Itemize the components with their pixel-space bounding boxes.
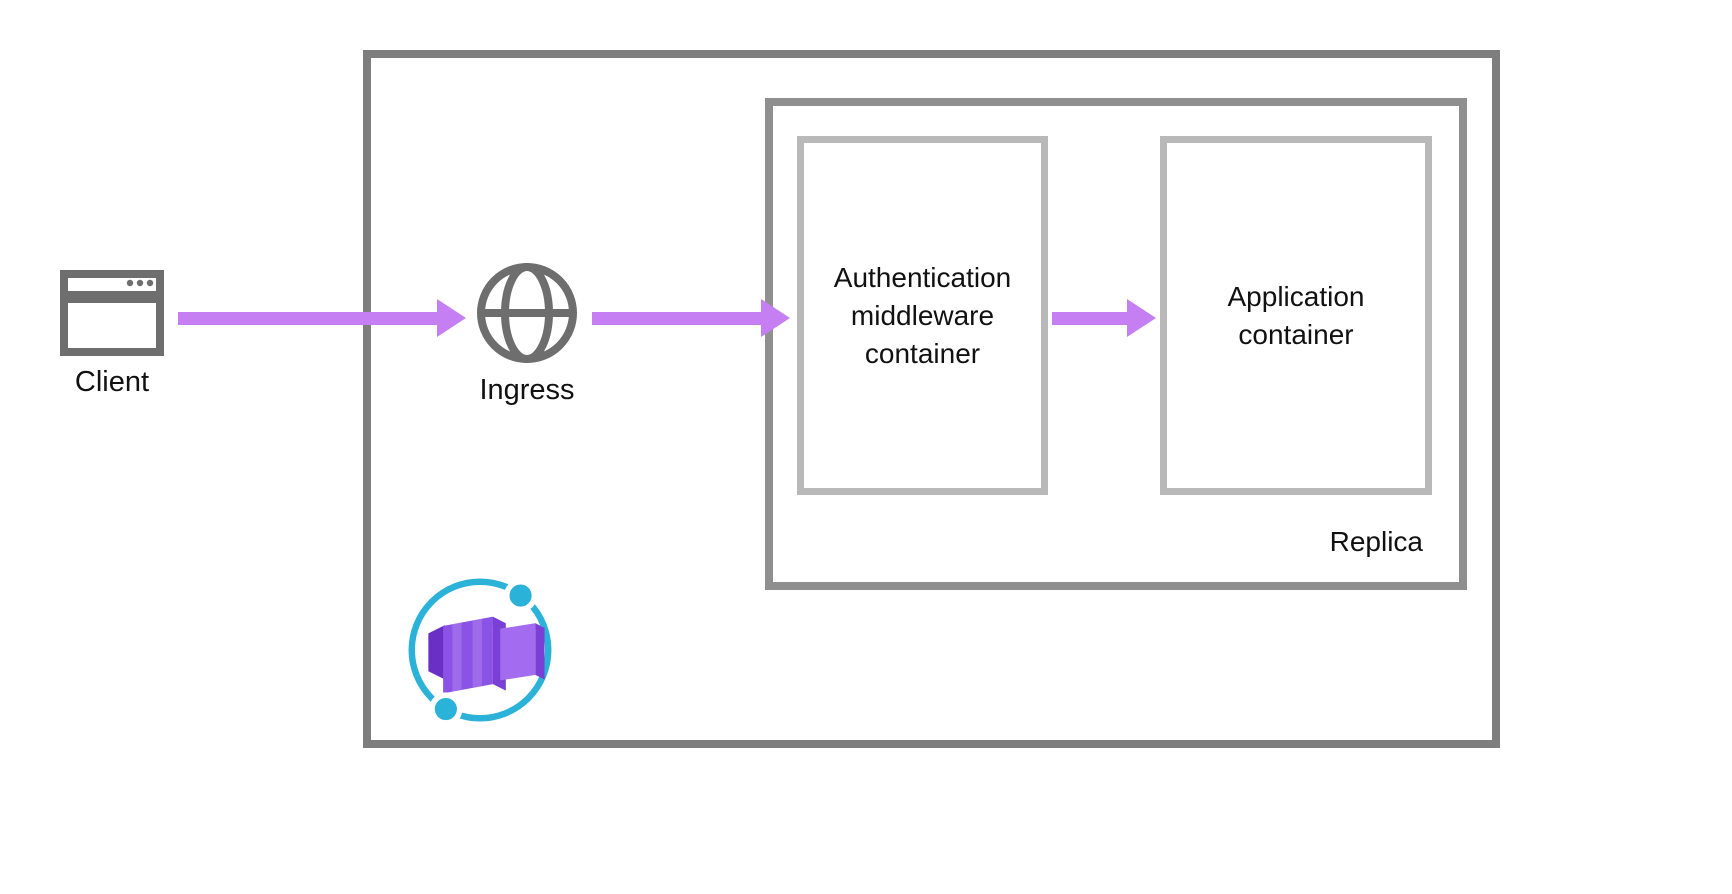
application-container-box: Application container [1160,136,1432,495]
arrow-head-icon [437,299,466,337]
auth-middleware-container-box: Authentication middleware container [797,136,1048,495]
arrow-shaft [178,311,437,325]
arrow-auth-to-app [1052,298,1156,338]
replica-label: Replica [1329,526,1423,557]
arrow-client-to-ingress [178,298,466,338]
globe-icon [477,263,577,363]
arrow-head-icon [761,299,790,337]
arrow-head-icon [1127,299,1156,337]
auth-middleware-container-label: Authentication middleware container [833,261,1012,369]
arrow-shaft [1052,311,1127,325]
application-container-label: Application container [1227,280,1365,350]
client-label: Client [74,366,150,398]
arrow-ingress-to-auth [592,298,790,338]
ingress-node: Ingress [447,262,607,407]
azure-container-apps-icon [408,578,552,726]
arrow-shaft [592,311,761,325]
client-node: Client [32,270,192,399]
browser-window-icon [60,270,164,356]
ingress-label: Ingress [479,374,575,406]
azure-container-apps-logo [397,567,563,733]
